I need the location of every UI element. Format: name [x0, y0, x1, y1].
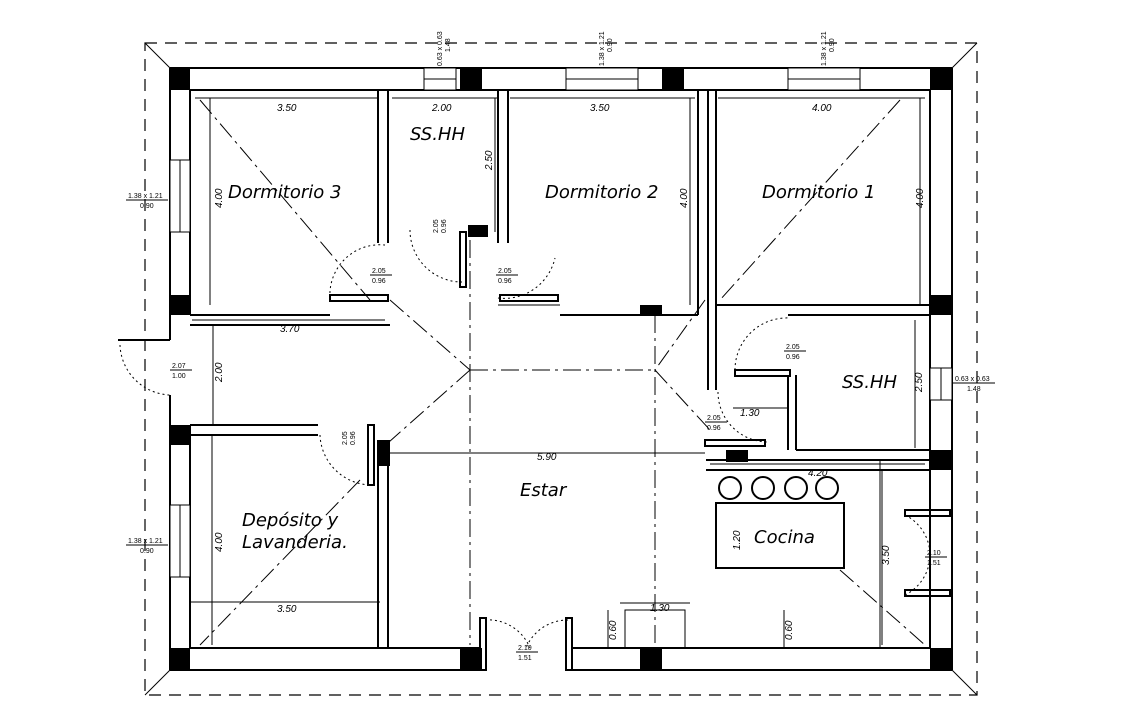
dim-deposito-height: 4.00 [214, 532, 225, 552]
room-cocina: Cocina [754, 527, 815, 548]
dim-deposito-width: 3.50 [277, 604, 297, 615]
room-sshh-right: SS.HH [842, 372, 897, 393]
dim-sshh-width: 2.00 [431, 103, 452, 114]
kitchen-fixtures [624, 460, 881, 649]
window-top2-size: 1.38 x 1.21 [599, 31, 606, 66]
dim-cocina-width: 4.20 [808, 468, 828, 479]
door-labels: 2.05 0.96 2.05 0.96 2.05 0.96 2.07 1.00 … [170, 219, 947, 662]
door-kitchen-top: 2.05 [707, 415, 721, 422]
window-top3-sill: 0.90 [829, 38, 836, 52]
roof-outline [144, 42, 978, 696]
dim-sill-b: 0.60 [784, 620, 795, 640]
dim-sill-a: 0.60 [608, 620, 619, 640]
door-main-bot: 1.51 [518, 655, 532, 662]
door-right-top: 2.10 [927, 550, 941, 557]
window-left2-sill: 0.90 [140, 548, 154, 555]
window-right1-sill: 1.48 [967, 386, 981, 393]
room-sshh-top: SS.HH [410, 124, 465, 145]
interior-walls [190, 90, 931, 648]
window-left2-size: 1.38 x 1.21 [128, 538, 163, 545]
dim-sshh2-width: 1.30 [740, 408, 760, 419]
room-dormitorio-1: Dormitorio 1 [762, 182, 875, 203]
windows [169, 67, 953, 578]
door-sshh2-top: 2.05 [786, 344, 800, 351]
dim-sshh2-height: 2.50 [914, 372, 925, 393]
door-sshh-top: 2.05 [433, 219, 440, 233]
window-top1-sill: 1.48 [445, 38, 452, 52]
room-labels: Dormitorio 3 SS.HH Dormitorio 2 Dormitor… [228, 124, 897, 553]
dim-dorm2-height: 4.00 [679, 188, 690, 208]
dim-cocina-height: 3.50 [881, 545, 892, 565]
dim-island-height: 1.20 [732, 530, 743, 550]
door-kitchen-bot: 0.96 [707, 425, 721, 432]
room-dormitorio-3: Dormitorio 3 [228, 182, 341, 203]
axis-lines [199, 99, 926, 646]
dimension-lines [190, 97, 925, 648]
window-left1-size: 1.38 x 1.21 [128, 193, 163, 200]
door-entry-left-bot: 1.00 [172, 373, 186, 380]
window-top2-sill: 0.90 [607, 38, 614, 52]
door-dep-top: 2.05 [342, 431, 349, 445]
door-main-top: 2.10 [518, 645, 532, 652]
dim-bottom-width: 1.30 [650, 603, 670, 614]
dim-dorm1-height: 4.00 [915, 188, 926, 208]
room-deposito-line1: Depósito y [242, 510, 339, 531]
door-dep-bot: 0.96 [350, 431, 357, 445]
dim-corridor-height: 2.00 [214, 362, 225, 383]
window-top1-size: 0.63 x 0.63 [437, 31, 444, 66]
columns [170, 68, 952, 670]
door-d3-bot: 0.96 [372, 278, 386, 285]
room-deposito-line2: Lavanderia. [242, 532, 348, 553]
dim-dorm3-height: 4.00 [214, 188, 225, 208]
dim-dorm1-width: 4.00 [812, 103, 832, 114]
dim-dorm2-width: 3.50 [590, 103, 610, 114]
dim-corridor-width: 3.70 [280, 324, 300, 335]
window-labels: 0.63 x 0.63 1.48 1.38 x 1.21 0.90 1.38 x… [126, 31, 995, 555]
door-sshh-bot: 0.96 [441, 219, 448, 233]
door-entry-left-top: 2.07 [172, 363, 186, 370]
dim-sshh-height: 2.50 [484, 150, 495, 171]
doors [118, 229, 951, 671]
window-left1-sill: 0.90 [140, 203, 154, 210]
door-d2-bot: 0.96 [498, 278, 512, 285]
room-dormitorio-2: Dormitorio 2 [545, 182, 658, 203]
room-estar: Estar [520, 480, 568, 501]
door-sshh2-bot: 0.96 [786, 354, 800, 361]
dim-dorm3-width: 3.50 [277, 103, 297, 114]
door-d3-top: 2.05 [372, 268, 386, 275]
door-d2-top: 2.05 [498, 268, 512, 275]
exterior-walls [169, 67, 953, 671]
dimension-labels: 3.50 4.00 2.00 2.50 3.50 4.00 4.00 4.00 … [214, 103, 926, 640]
window-right1-size: 0.63 x 0.63 [955, 376, 990, 383]
door-right-bot: 1.51 [927, 560, 941, 567]
dim-estar-width: 5.90 [537, 452, 557, 463]
window-top3-size: 1.38 x 1.21 [821, 31, 828, 66]
